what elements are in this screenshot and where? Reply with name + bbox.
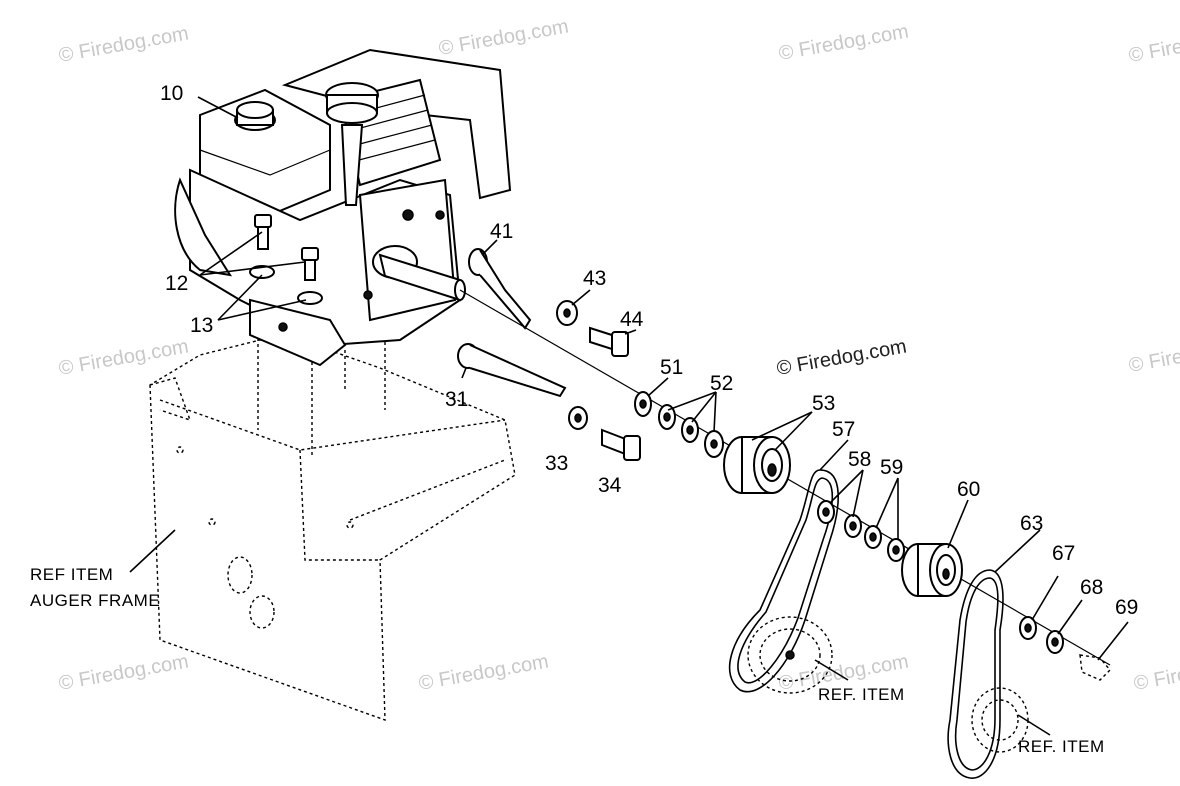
watermark: © Firedog.com	[1127, 22, 1180, 66]
ref-item-label-1: REF. ITEM	[818, 685, 905, 704]
callout-31: 31	[445, 388, 468, 411]
callout-44: 44	[620, 308, 644, 331]
ref-pulley-2	[971, 687, 1029, 753]
callout-68: 68	[1080, 576, 1103, 599]
watermark: © Firedog.com	[775, 335, 908, 379]
belt-63	[947, 569, 1004, 779]
callout-13: 13	[190, 314, 213, 337]
callout-60: 60	[957, 478, 980, 501]
auger-frame	[149, 320, 516, 722]
watermark: © Firedog.com	[1132, 650, 1180, 694]
rods	[457, 248, 567, 398]
washer-43-bolt-44	[556, 300, 629, 357]
callout-34: 34	[598, 474, 622, 497]
watermark: © Firedog.com	[777, 20, 910, 64]
callout-labels: 10 12 13 31 33 34 41 43 44 51 52 53 57 5…	[160, 82, 1138, 619]
washers-51-52	[634, 391, 724, 458]
watermark: © Firedog.com	[1127, 332, 1180, 376]
watermark: © Firedog.com	[437, 15, 570, 59]
watermark: © Firedog.com	[57, 650, 190, 694]
ref-item-auger-frame-line2: AUGER FRAME	[30, 591, 160, 610]
callout-51: 51	[660, 356, 683, 379]
callout-63: 63	[1020, 512, 1043, 535]
watermark: © Firedog.com	[57, 22, 190, 66]
callout-53: 53	[812, 392, 835, 415]
washer-33-bolt-34	[568, 406, 641, 461]
ref-item-label-2: REF. ITEM	[1018, 737, 1105, 756]
callout-12: 12	[165, 272, 188, 295]
washers-58-59	[817, 500, 905, 562]
callout-59: 59	[880, 456, 903, 479]
callout-33: 33	[545, 452, 568, 475]
callout-58: 58	[848, 448, 871, 471]
hardware-67-68-69	[1019, 616, 1111, 681]
callout-69: 69	[1115, 596, 1138, 619]
ref-pulley-1	[747, 616, 833, 694]
engine	[174, 48, 512, 367]
callout-41: 41	[490, 220, 513, 243]
ref-item-auger-frame-line1: REF ITEM	[30, 565, 113, 584]
callout-43: 43	[583, 267, 606, 290]
callout-10: 10	[160, 82, 183, 105]
pulley-53	[723, 436, 791, 494]
reference-labels: REF ITEM AUGER FRAME REF. ITEM REF. ITEM	[30, 565, 1105, 756]
callout-67: 67	[1052, 542, 1075, 565]
leader-lines	[129, 96, 1129, 736]
watermark: © Firedog.com	[417, 650, 550, 694]
pulley-60	[901, 543, 963, 597]
callout-52: 52	[710, 372, 733, 395]
callout-57: 57	[832, 418, 855, 441]
